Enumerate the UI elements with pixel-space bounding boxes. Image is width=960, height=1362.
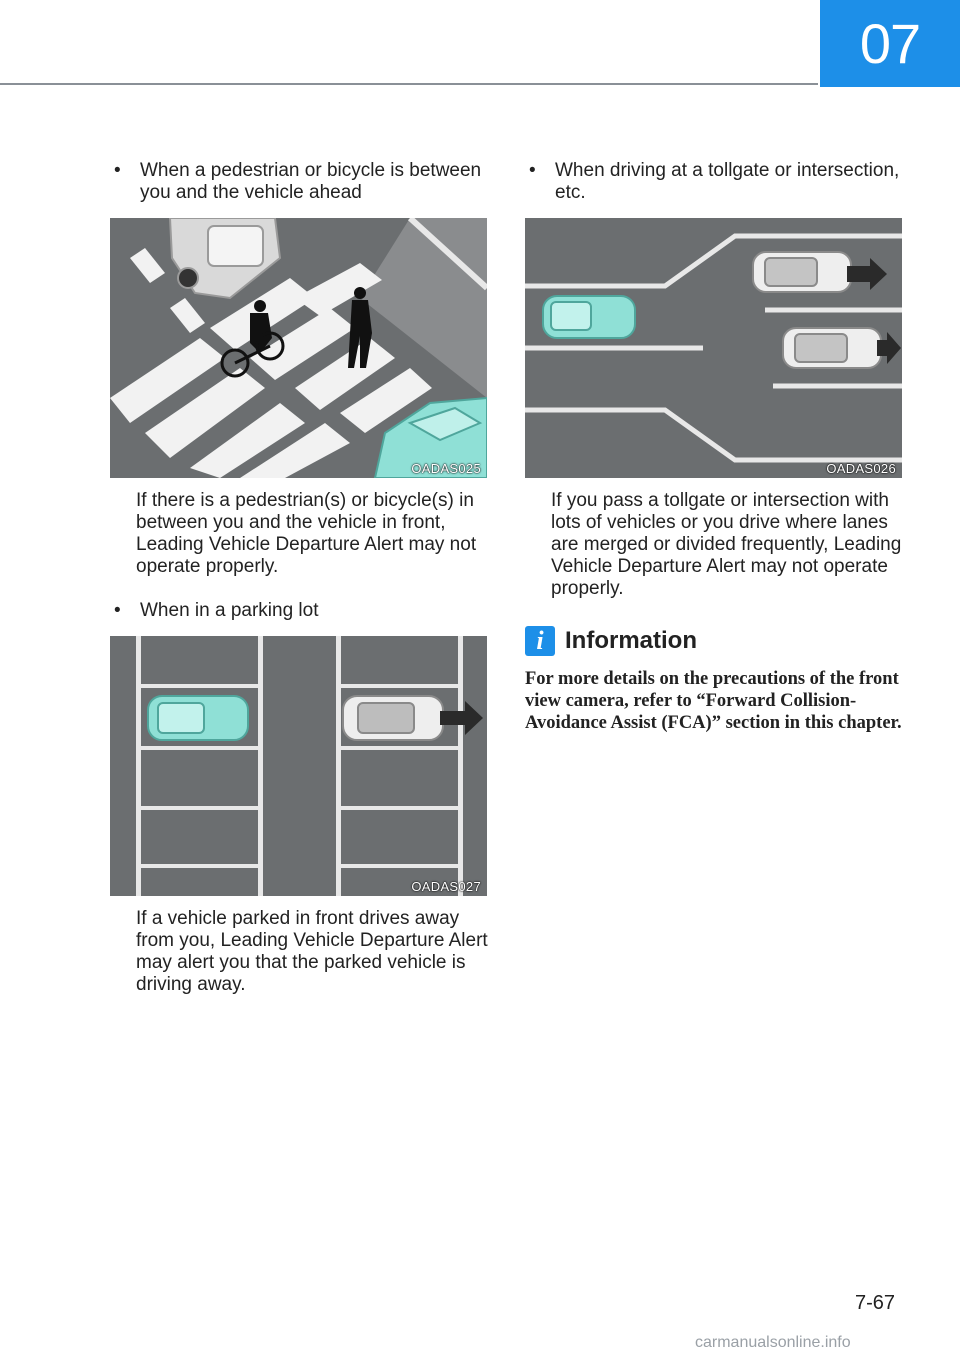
direction-arrow (440, 701, 483, 735)
description-parking-lot: If a vehicle parked in front drives away… (136, 908, 488, 995)
departing-vehicle (342, 695, 444, 741)
description-tollgate: If you pass a tollgate or intersection w… (551, 490, 902, 599)
crosswalk-illustration (110, 218, 487, 478)
figure-code: OADAS025 (411, 461, 481, 476)
figure-tollgate: OADAS026 (525, 218, 902, 478)
vehicle-lower (782, 327, 882, 369)
ego-car (373, 396, 487, 478)
parked-suv (168, 218, 282, 300)
figure-code: OADAS027 (411, 879, 481, 894)
direction-arrow (847, 258, 887, 290)
cyclist-figure (220, 300, 285, 378)
bullet-heading: When in a parking lot (140, 600, 319, 621)
ego-car (147, 695, 249, 741)
left-column: • When a pedestrian or bicycle is betwee… (110, 160, 488, 996)
direction-arrow (877, 332, 901, 364)
watermark: carmanualsonline.info (695, 1334, 851, 1351)
bullet-item-parking-lot: • When in a parking lot (110, 600, 488, 622)
description-pedestrian: If there is a pedestrian(s) or bicycle(s… (136, 490, 477, 577)
figure-code: OADAS026 (826, 461, 896, 476)
figure-pedestrian-crossing: OADAS025 (110, 218, 487, 478)
tollgate-illustration (525, 218, 902, 478)
bullet-heading: When driving at a tollgate or intersecti… (555, 160, 900, 203)
figure-parking-lot: OADAS027 (110, 636, 487, 896)
info-icon: i (525, 626, 555, 656)
bullet-marker: • (114, 160, 121, 181)
information-title: Information (565, 627, 697, 654)
parking-lot-illustration (110, 636, 487, 896)
information-header: i Information (525, 626, 903, 656)
chapter-number: 07 (859, 12, 921, 75)
pedestrian-figure (348, 287, 372, 368)
page-number: 7-67 (855, 1292, 896, 1314)
ego-car (542, 295, 636, 339)
header-rule (0, 83, 818, 85)
bullet-heading: When a pedestrian or bicycle is between … (140, 160, 482, 203)
bullet-item-pedestrian: • When a pedestrian or bicycle is betwee… (110, 160, 488, 204)
information-body: For more details on the precautions of t… (525, 669, 902, 733)
bullet-marker: • (529, 160, 536, 181)
chapter-tab: 07 (820, 0, 960, 87)
bullet-marker: • (114, 600, 121, 621)
vehicle-upper (752, 251, 852, 293)
right-column: • When driving at a tollgate or intersec… (525, 160, 903, 753)
bullet-item-tollgate: • When driving at a tollgate or intersec… (525, 160, 903, 204)
